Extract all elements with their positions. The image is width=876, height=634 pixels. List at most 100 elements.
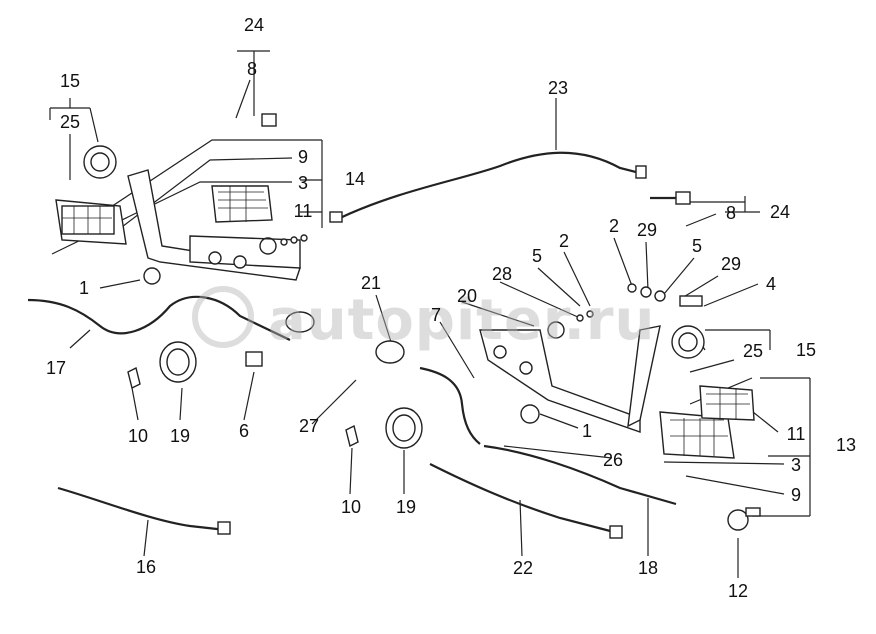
callout-11-left: 11 xyxy=(293,201,313,221)
side-lamp-left xyxy=(55,199,127,245)
connector-23 xyxy=(635,165,647,179)
callout-3-right: 3 xyxy=(790,455,802,475)
leader-16 xyxy=(143,519,149,557)
leader-10-left xyxy=(131,387,139,421)
leader-6 xyxy=(243,371,255,421)
callout-13: 13 xyxy=(835,435,857,455)
callout-20: 20 xyxy=(456,286,478,306)
watermark: autopiter.ru xyxy=(268,288,656,353)
callout-22: 22 xyxy=(512,558,534,578)
leader-27 xyxy=(311,379,357,425)
callout-25-right: 25 xyxy=(742,341,764,361)
leader-8-right xyxy=(685,213,717,227)
callout-21: 21 xyxy=(360,273,382,293)
callout-2-right: 2 xyxy=(608,216,620,236)
callout-8-top: 8 xyxy=(246,59,258,79)
reflector-11-left xyxy=(211,185,273,223)
callout-17: 17 xyxy=(45,358,67,378)
leader-3-right xyxy=(663,461,785,465)
bracket-13 xyxy=(689,377,811,517)
connector-23-left xyxy=(329,211,343,223)
ring-20 xyxy=(547,321,565,339)
switch-24-right xyxy=(675,191,691,205)
relay-6 xyxy=(245,351,263,367)
leader-20 xyxy=(461,301,535,327)
headlamp-19-mid xyxy=(385,407,423,449)
mount-bracket-right xyxy=(627,325,661,428)
callout-29-right: 29 xyxy=(720,254,742,274)
grommet-1-left xyxy=(143,267,161,285)
callout-19-mid: 19 xyxy=(395,497,417,517)
callout-18: 18 xyxy=(637,558,659,578)
wire-23 xyxy=(339,151,637,219)
callout-6: 6 xyxy=(238,421,250,441)
callout-14: 14 xyxy=(344,169,366,189)
callout-12: 12 xyxy=(727,581,749,601)
callout-28: 28 xyxy=(491,264,513,284)
wire-16 xyxy=(57,486,227,532)
bracket-15-left xyxy=(49,98,90,120)
leader-29-right xyxy=(681,275,719,299)
callout-1-left: 1 xyxy=(78,278,90,298)
round-lamp-25-left xyxy=(83,145,117,179)
mount-bracket-left xyxy=(127,169,301,281)
leader-22 xyxy=(519,499,523,557)
leader-29-top xyxy=(645,241,649,291)
leader-7 xyxy=(439,321,475,379)
hole-right-1 xyxy=(493,345,507,359)
round-lamp-right xyxy=(671,325,705,359)
callout-25-left: 25 xyxy=(59,112,81,132)
leader-10-mid xyxy=(349,447,353,495)
callout-9-right: 9 xyxy=(790,485,802,505)
leader-28 xyxy=(499,281,581,319)
cap-21-left xyxy=(285,311,315,333)
leader-19-left xyxy=(179,387,183,421)
callout-9-left: 9 xyxy=(297,147,309,167)
callout-29-top: 29 xyxy=(636,220,658,240)
leader-14-a xyxy=(69,139,300,235)
leader-21 xyxy=(375,294,393,346)
leader-1-left xyxy=(99,279,141,289)
callout-7: 7 xyxy=(430,305,442,325)
bracket-24-right xyxy=(690,196,760,213)
leader-17 xyxy=(69,329,91,349)
connector-16 xyxy=(217,521,231,535)
bulb-10-left xyxy=(127,366,141,390)
leader-26 xyxy=(503,445,613,459)
callout-24-right: 24 xyxy=(769,202,791,222)
reflector-11-right xyxy=(699,385,755,421)
callout-8-right: 8 xyxy=(725,203,737,223)
callout-5-right: 5 xyxy=(691,236,703,256)
leader-24-top xyxy=(237,50,270,116)
hole-left-1 xyxy=(208,251,222,265)
bracket-14 xyxy=(300,139,323,228)
leader-5-right xyxy=(663,257,695,295)
leader-9-right xyxy=(685,475,785,495)
wire-22 xyxy=(429,463,615,534)
leader-25-right xyxy=(689,359,735,373)
callout-3-left: 3 xyxy=(297,173,309,193)
callout-15-left: 15 xyxy=(59,71,81,91)
switch-24-top xyxy=(261,113,277,127)
callout-26: 26 xyxy=(602,450,624,470)
leader-2-mid xyxy=(563,251,591,307)
leader-2-right xyxy=(613,237,633,287)
headlamp-19-left xyxy=(159,341,197,383)
watermark-logo-icon xyxy=(192,286,254,348)
callout-4: 4 xyxy=(765,274,777,294)
callout-15-right: 15 xyxy=(795,340,817,360)
grommet-1-mid xyxy=(520,404,540,424)
leader-1-mid xyxy=(539,413,579,429)
callout-16: 16 xyxy=(135,557,157,577)
bulb-10-mid xyxy=(345,424,359,448)
mount-plate-right xyxy=(479,329,641,433)
callout-5-mid: 5 xyxy=(531,246,543,266)
callout-11-right: 11 xyxy=(786,424,806,444)
leader-8-top xyxy=(235,79,251,119)
cap-21 xyxy=(375,340,405,364)
hole-left-2 xyxy=(233,255,247,269)
callout-24-top: 24 xyxy=(243,15,265,35)
callout-10-left: 10 xyxy=(127,426,149,446)
callout-1-mid: 1 xyxy=(581,421,593,441)
